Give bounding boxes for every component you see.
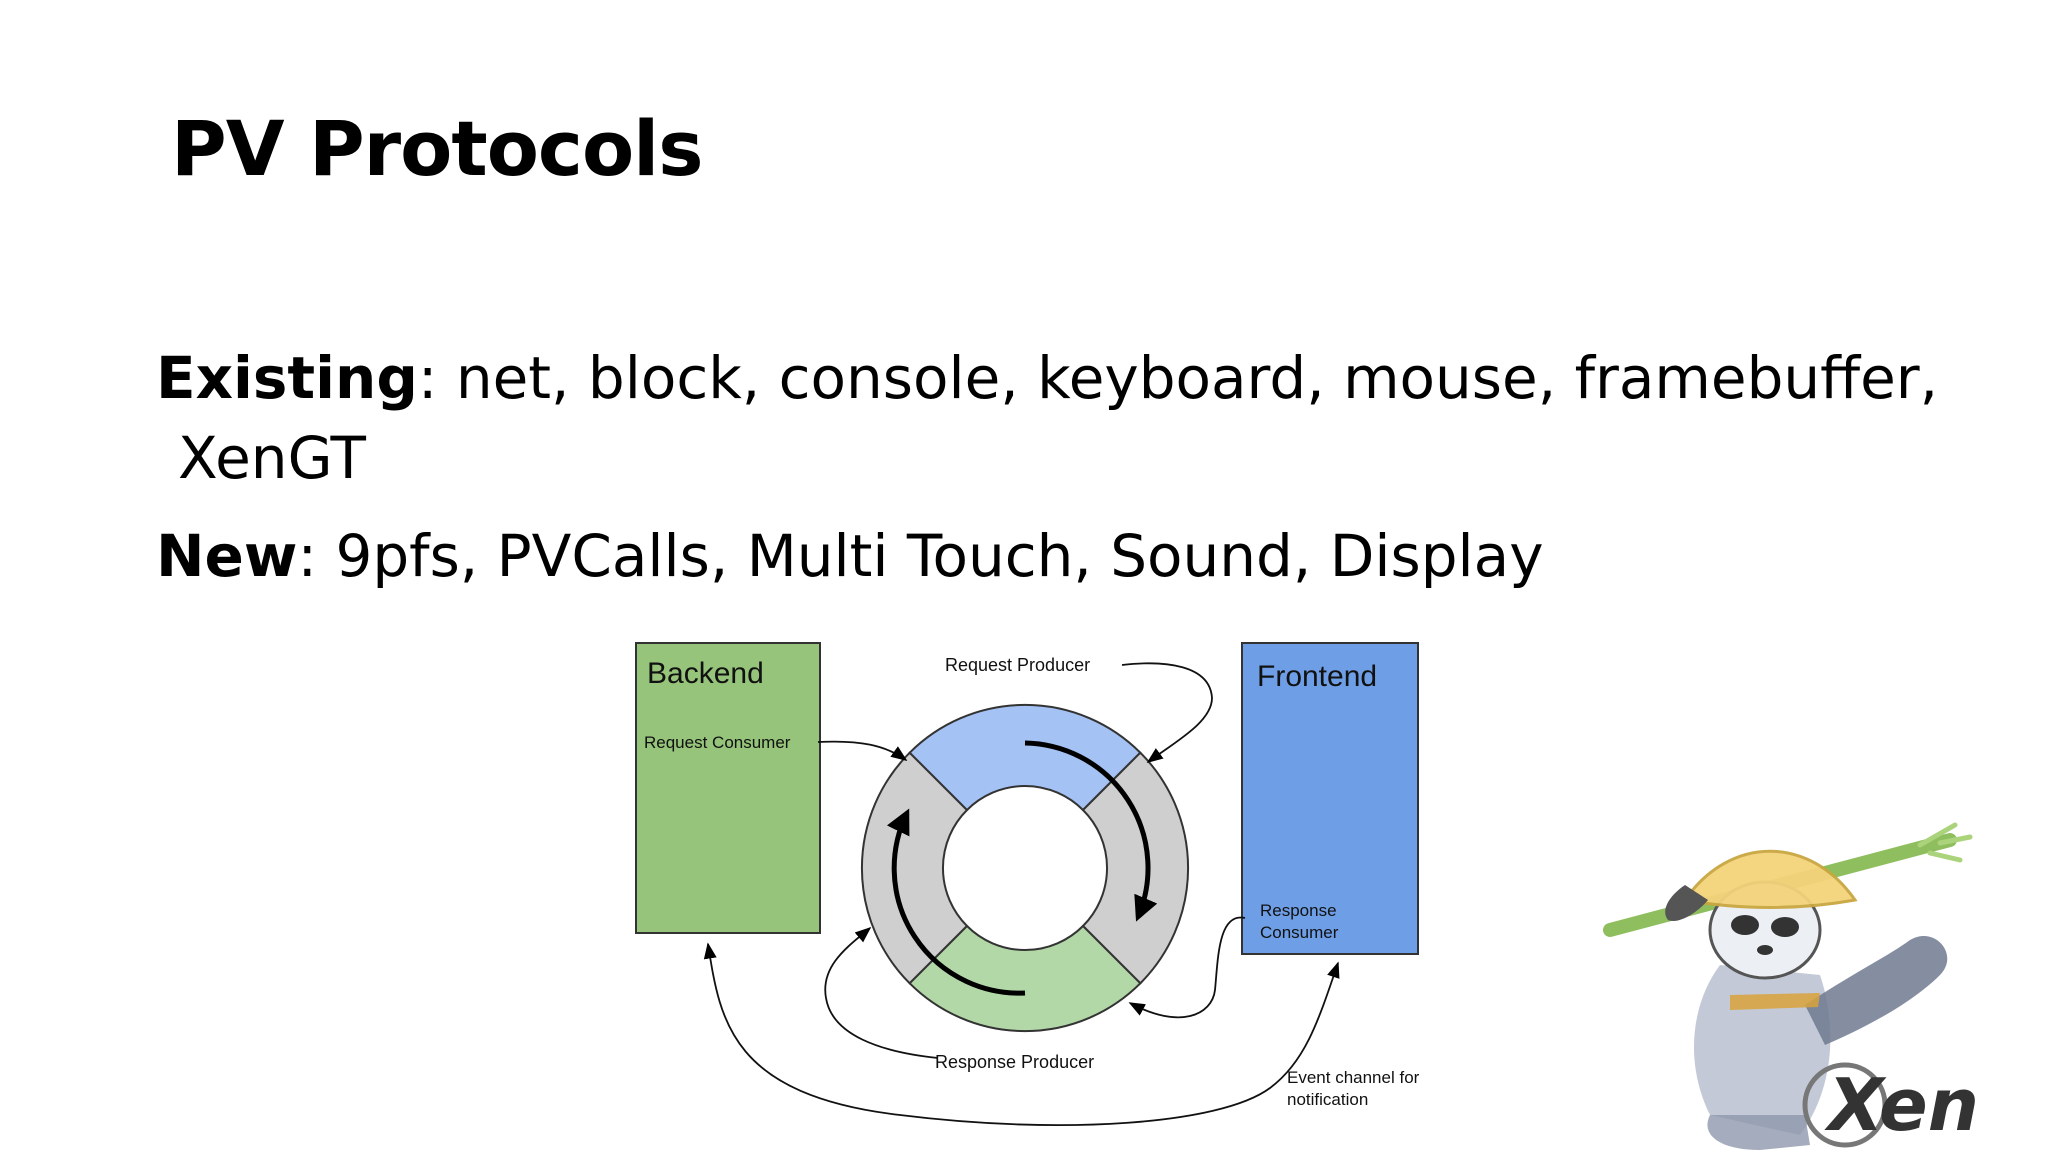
bullet-text: 9pfs, PVCalls, Multi Touch, Sound, Displ… xyxy=(335,522,1544,590)
arrow-response-consumer xyxy=(1128,916,1246,1019)
bullet-list: Existing: net, block, console, keyboard,… xyxy=(156,338,1956,614)
bullet-separator: : xyxy=(417,344,456,412)
event-channel-label-line2: notification xyxy=(1287,1090,1368,1109)
ring-segment-request xyxy=(908,703,1142,812)
bullet-new: New: 9pfs, PVCalls, Multi Touch, Sound, … xyxy=(156,516,1956,596)
arrow-event-channel xyxy=(703,942,1340,1127)
request-consumer-label: Request Consumer xyxy=(644,733,791,752)
response-consumer-label-line1: Response xyxy=(1260,901,1337,920)
bullet-label: New xyxy=(156,522,298,590)
bullet-separator: : xyxy=(297,522,336,590)
bullet-continuation: XenGT xyxy=(178,424,366,492)
bullet-existing: Existing: net, block, console, keyboard,… xyxy=(156,338,1956,498)
bullet-text: net, block, console, keyboard, mouse, fr… xyxy=(455,344,1939,412)
event-channel-label-line1: Event channel for xyxy=(1287,1068,1420,1087)
direction-arrow-response xyxy=(886,808,1026,996)
panda-mascot-icon: Xen xyxy=(1603,822,1979,1150)
frontend-title: Frontend xyxy=(1257,660,1377,693)
ring-buffer xyxy=(860,703,1190,1033)
response-consumer-label-line2: Consumer xyxy=(1260,923,1339,942)
backend-box xyxy=(635,642,821,934)
slide-title: PV Protocols xyxy=(171,104,703,193)
frontend-box xyxy=(1241,642,1419,955)
request-producer-label: Request Producer xyxy=(945,655,1090,675)
arrow-request-consumer xyxy=(817,740,908,761)
backend-title: Backend xyxy=(647,657,764,690)
direction-arrow-request xyxy=(1024,740,1158,922)
arrow-request-producer xyxy=(1121,662,1213,763)
response-producer-label: Response Producer xyxy=(935,1052,1094,1072)
bullet-label: Existing xyxy=(156,344,418,412)
xen-logo: Xen xyxy=(1824,1063,1979,1147)
